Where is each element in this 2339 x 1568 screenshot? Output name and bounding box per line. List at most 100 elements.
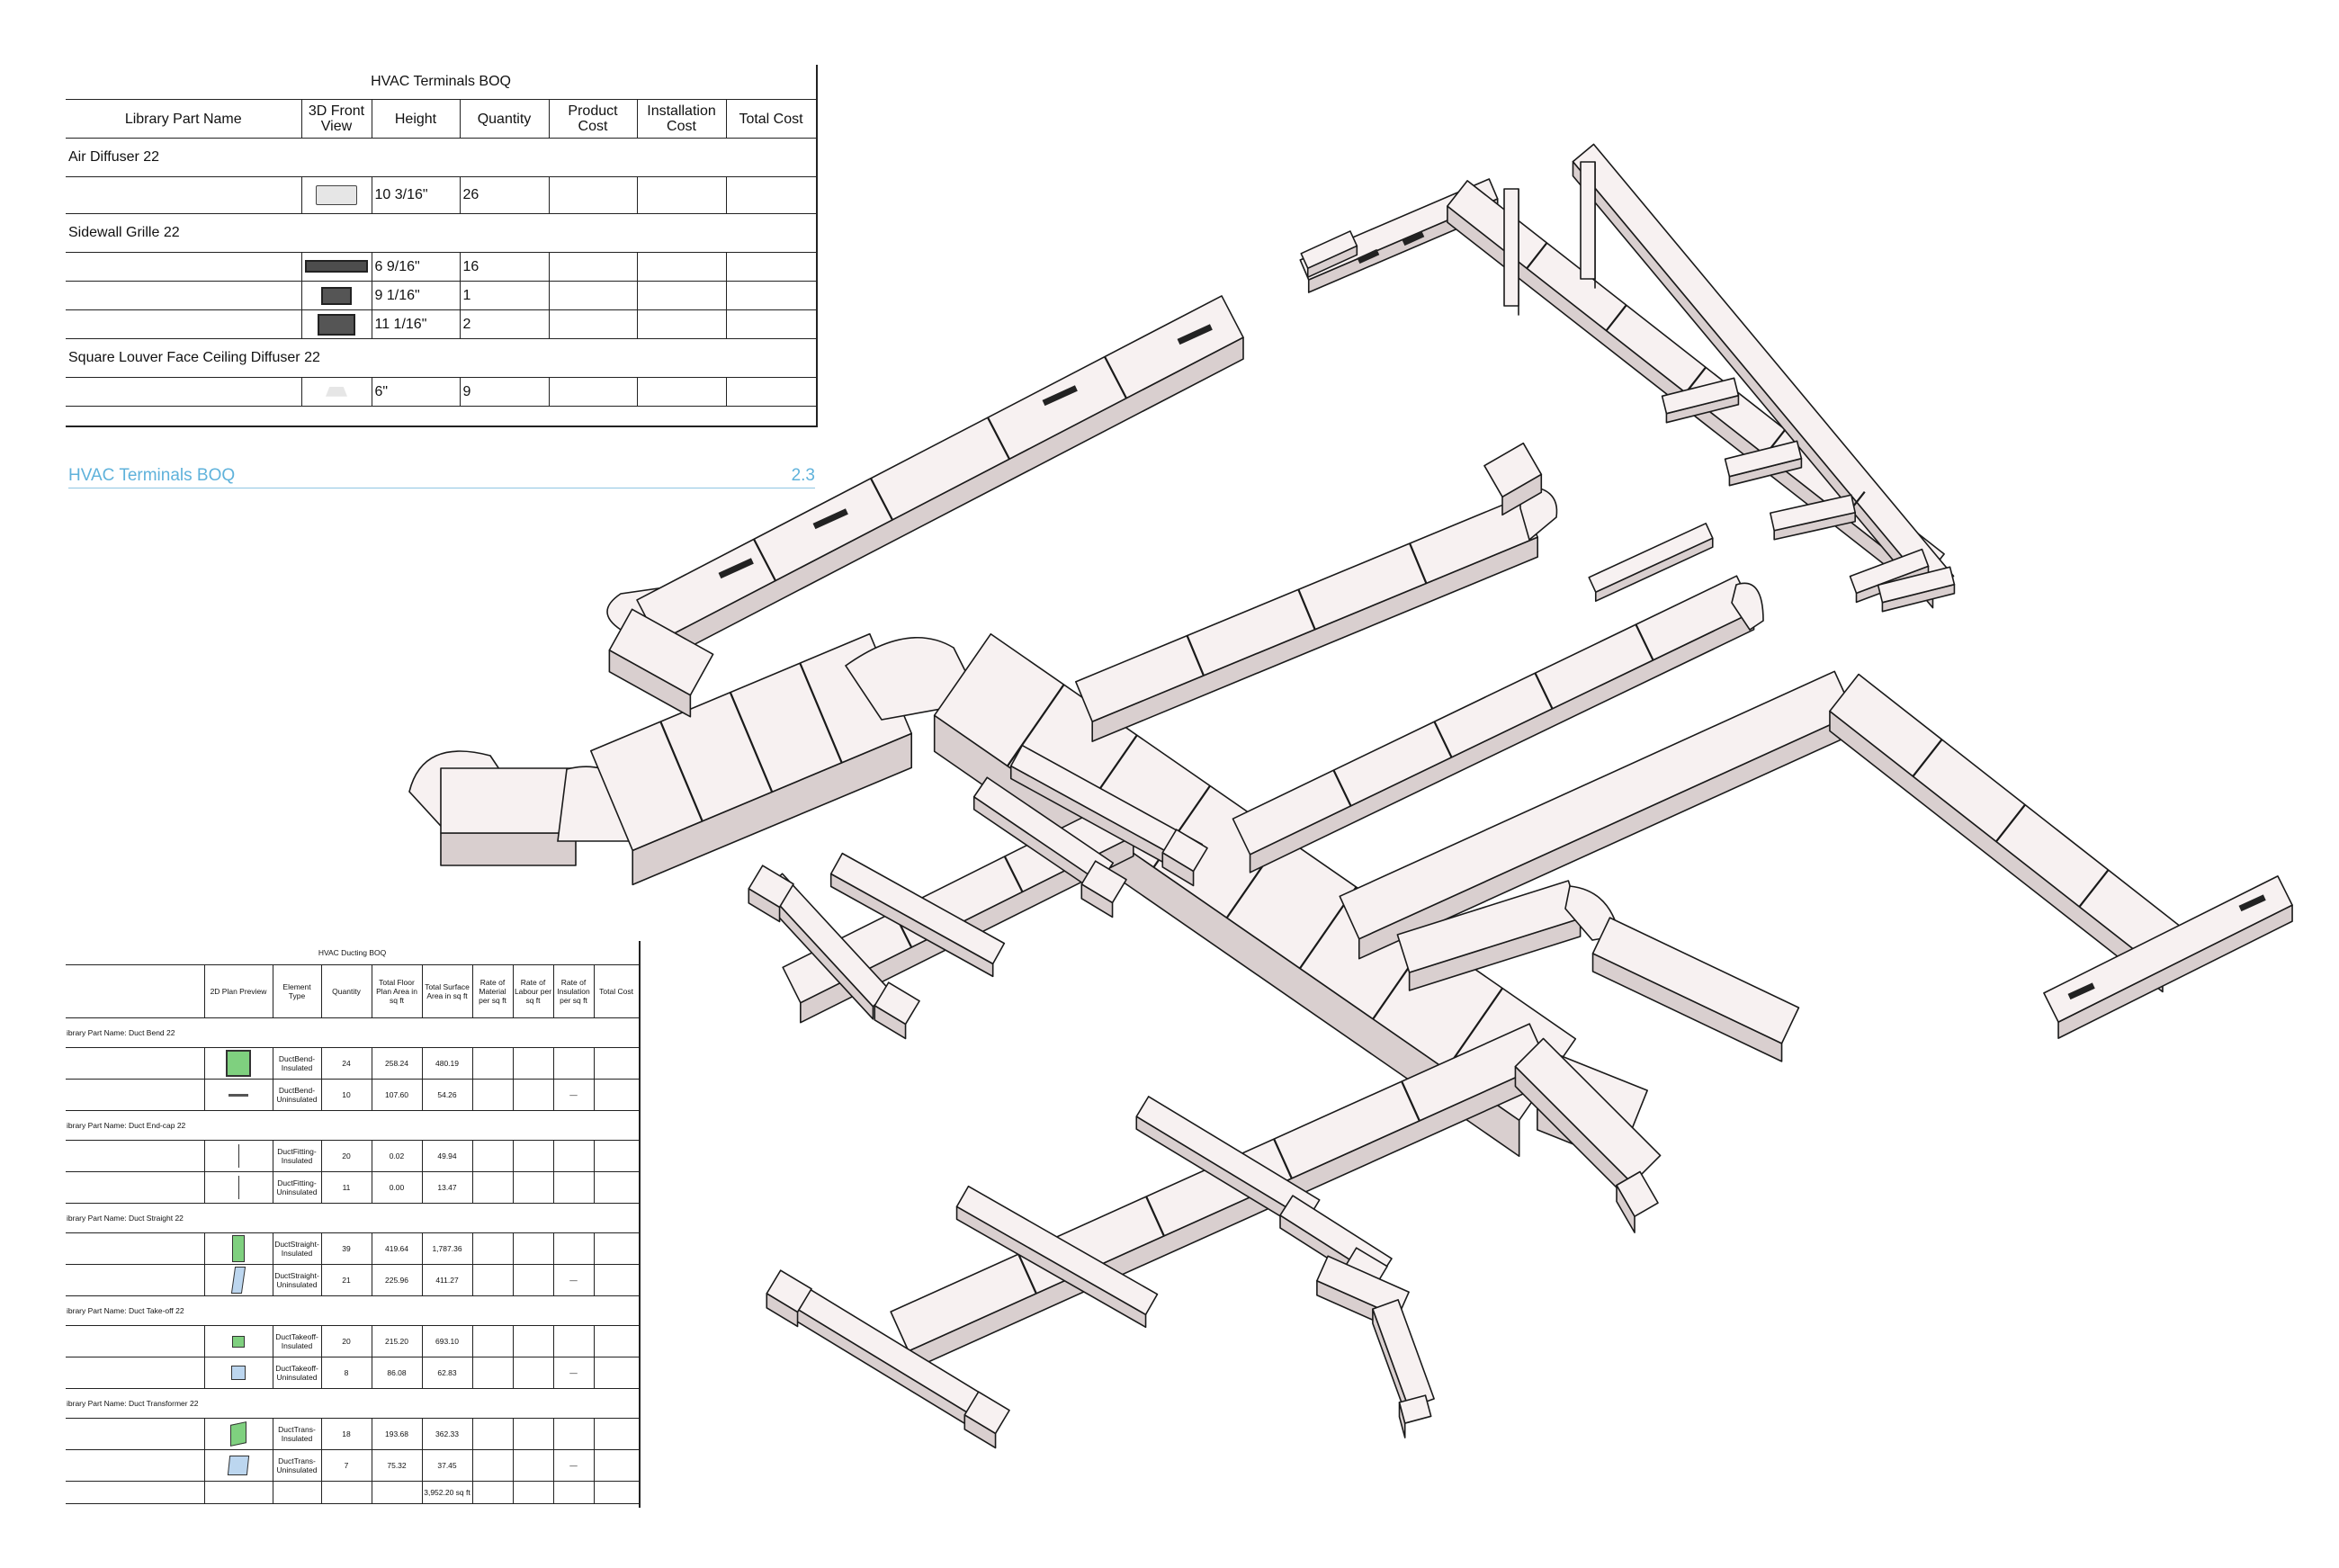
element-type-cell: DuctStraight-Insulated (272, 1232, 322, 1265)
duct-straight-uninsulated-icon (230, 1267, 246, 1294)
height-cell: 6" (371, 377, 461, 407)
element-type-cell: DuctTrans-Uninsulated (272, 1449, 322, 1482)
surface-area-cell: 54.26 (421, 1079, 473, 1111)
insulation-rate-cell: — (552, 1357, 595, 1389)
insulation-rate-cell (552, 1171, 595, 1204)
surface-area-cell: 49.94 (421, 1140, 473, 1172)
height-cell: 10 3/16" (371, 176, 461, 214)
air-diffuser-box-side (963, 1414, 997, 1449)
mid-right-down-side (1591, 953, 1783, 1062)
col-rate-material: Rate of Material per sq ft (471, 964, 514, 1018)
upper-branch-bend (606, 584, 703, 631)
lower-right-stub (1316, 1255, 1410, 1318)
total-surface-cell: 3,952.20 sq ft (421, 1481, 473, 1504)
element-type-cell: DuctFitting-Uninsulated (272, 1171, 322, 1204)
table-row: 11 1/16" 2 (66, 309, 817, 339)
insulation-rate-cell: — (552, 1449, 595, 1482)
col-floor-plan-area: Total Floor Plan Area in sq ft (371, 964, 423, 1018)
group-square-louver-diffuser: Square Louver Face Ceiling Diffuser 22 (66, 338, 817, 378)
air-diffuser-box (1161, 829, 1208, 873)
spine-joint (1299, 886, 1358, 970)
sidewall-grille (1042, 385, 1078, 407)
right-branch-3 (1339, 670, 1855, 940)
quantity-cell: 9 (459, 377, 550, 407)
col-3d-front-view: 3D Front View (300, 99, 372, 139)
surface-area-cell: 37.45 (421, 1449, 473, 1482)
floor-area-cell: 258.24 (371, 1047, 423, 1080)
right-branch-2-joint (1635, 623, 1654, 661)
duct-takeoff-insulated-icon (232, 1335, 245, 1348)
table-row: 9 1/16" 1 (66, 281, 817, 310)
lower-branch-joint (1017, 1253, 1037, 1295)
ladder-rung (1770, 494, 1856, 532)
lower-takeoff (1135, 1096, 1321, 1221)
ladder-stub-side (1594, 537, 1714, 602)
floor-area-cell: 75.32 (371, 1449, 423, 1482)
mid-right-duct-side (1408, 918, 1582, 991)
duct-endcap-uninsulated-icon (237, 1176, 239, 1199)
left-branch-a (782, 800, 1134, 1004)
main-duct-endcap (408, 750, 528, 847)
element-type-cell: DuctBend-Uninsulated (272, 1079, 322, 1111)
main-duct-bend-low-side (440, 832, 577, 866)
vertical-riser (1503, 188, 1519, 307)
right-branch-1-joint (1297, 588, 1316, 631)
left-branch-a-side (800, 835, 1134, 1024)
ducting-boq-title: HVAC Ducting BOQ (66, 941, 640, 965)
spine-joint (1445, 987, 1503, 1071)
lower-flex (1372, 1299, 1435, 1409)
right-branch-2-joint (1332, 769, 1352, 807)
takeoff-stub (829, 852, 1006, 965)
group-sidewall-grille: Sidewall Grille 22 (66, 213, 817, 253)
main-duct-trunk-a (589, 632, 913, 852)
surface-area-cell: 1,787.36 (421, 1232, 473, 1265)
floor-area-cell: 193.68 (371, 1418, 423, 1450)
sidewall-grille (718, 558, 754, 579)
quantity-cell: 8 (320, 1357, 372, 1389)
quantity-cell: 20 (320, 1140, 372, 1172)
ladder-rung-side (1855, 565, 1930, 604)
right-branch-3-side (1358, 712, 1855, 960)
element-type-cell: DuctTrans-Insulated (272, 1418, 322, 1450)
ladder-rung (1724, 440, 1803, 478)
element-type-cell: DuctTakeoff-Uninsulated (272, 1357, 322, 1389)
trunk-a-joint (799, 662, 843, 764)
sidewall-grille-small-icon (321, 286, 352, 305)
trunk-a-joint (729, 692, 774, 793)
surface-area-cell: 362.33 (421, 1418, 473, 1450)
grille-drop (1398, 1394, 1432, 1424)
ladder-right-rail (1572, 143, 1955, 595)
air-diffuser-box-side (1306, 245, 1358, 278)
right-branch-1 (1075, 497, 1538, 722)
air-diffuser-box-side (766, 1293, 799, 1328)
col-quantity: Quantity (320, 964, 372, 1018)
main-duct-bend-low (440, 767, 577, 834)
ladder-left-joint (1526, 242, 1548, 270)
lower-branch-side (908, 1062, 1548, 1372)
table-row: 6" 9 (66, 377, 817, 407)
ladder-rung-side (1665, 394, 1740, 424)
footer-title: HVAC Terminals BOQ (68, 466, 236, 485)
right-branch-2-joint (1534, 672, 1554, 710)
height-cell: 6 9/16" (371, 252, 461, 282)
left-branch-a-joint (1003, 856, 1024, 892)
top-left-arm (1299, 178, 1499, 281)
takeoff-stub-side (829, 873, 994, 978)
right-branch-1-bend (1519, 485, 1558, 542)
surface-area-cell: 480.19 (421, 1047, 473, 1080)
upper-branch-drop-side (608, 649, 692, 718)
takeoff-stub-side (972, 795, 1101, 896)
lower-takeoff (775, 1276, 997, 1423)
air-diffuser-box-side (874, 1005, 907, 1040)
sidewall-grille (812, 508, 848, 530)
floor-area-cell: 419.64 (371, 1232, 423, 1265)
air-diffuser-box-side (1341, 1270, 1375, 1305)
air-diffuser-box (766, 1269, 812, 1313)
ladder-left-joint (1605, 304, 1627, 332)
terminals-boq-title: HVAC Terminals BOQ (371, 74, 511, 89)
duct-transformer-insulated-icon (230, 1421, 246, 1447)
